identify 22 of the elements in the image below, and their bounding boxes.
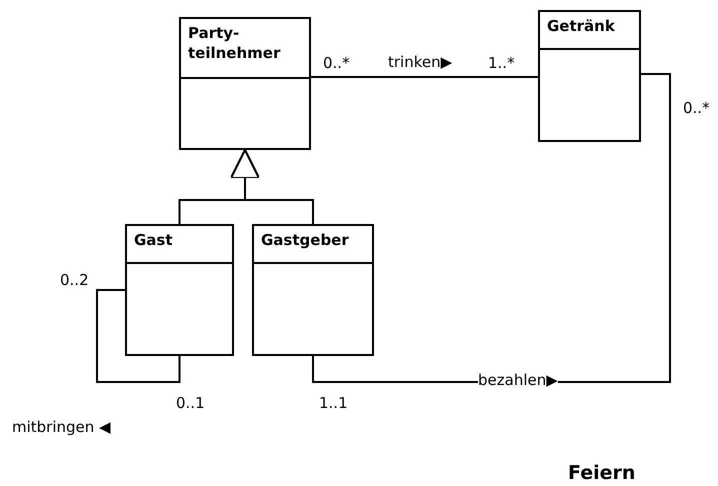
class-box bbox=[125, 224, 234, 356]
association-line bbox=[312, 73, 671, 383]
class-box bbox=[252, 224, 374, 356]
multiplicity-label: 1..1 bbox=[319, 394, 348, 412]
role-label: mitbringen ◀ bbox=[12, 418, 111, 436]
multiplicity-label: 0..1 bbox=[176, 394, 205, 412]
class-name: Party- teilnehmer bbox=[188, 23, 282, 63]
edge-label: bezahlen▶ bbox=[478, 372, 558, 388]
association-line bbox=[96, 289, 180, 383]
diagram-title: Feiern bbox=[568, 462, 636, 484]
class-box bbox=[538, 10, 641, 142]
class-box bbox=[179, 17, 311, 150]
multiplicity-label: 0..2 bbox=[60, 271, 89, 289]
class-name: Gastgeber bbox=[261, 230, 350, 250]
multiplicity-label: 0..* bbox=[323, 54, 350, 72]
multiplicity-label: 1..* bbox=[488, 54, 515, 72]
generalization-arrow bbox=[230, 148, 314, 224]
association-line bbox=[311, 76, 538, 78]
multiplicity-label: 0..* bbox=[683, 99, 710, 117]
edge-label: trinken▶ bbox=[388, 54, 452, 70]
class-name: Getränk bbox=[547, 16, 616, 36]
class-name: Gast bbox=[134, 230, 174, 250]
